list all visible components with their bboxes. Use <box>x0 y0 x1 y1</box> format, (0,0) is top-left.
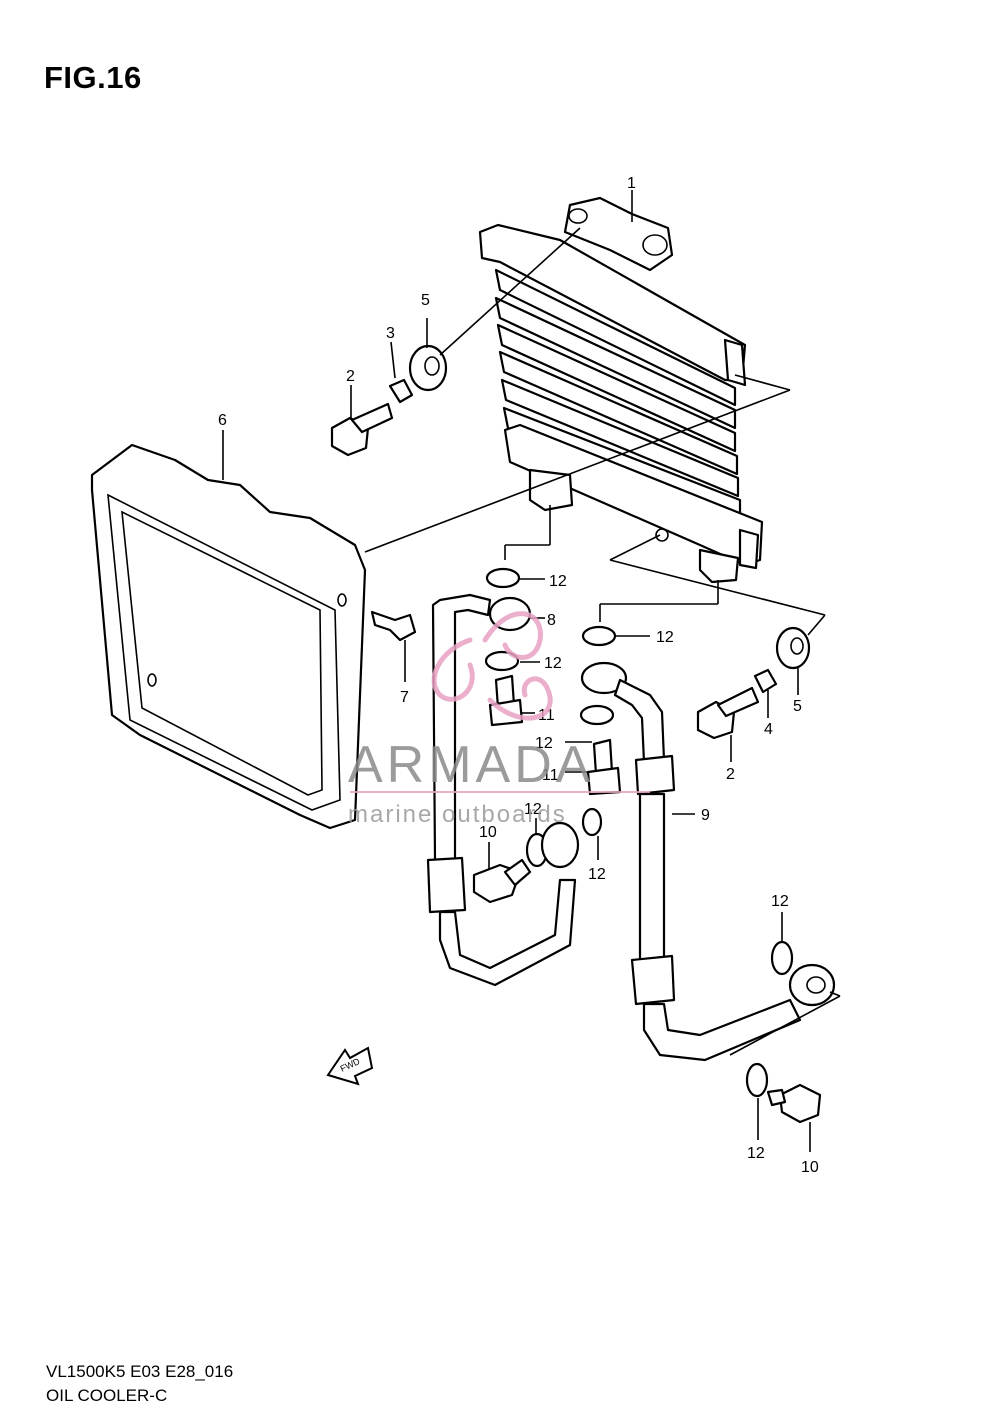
callout-3: 3 <box>386 325 395 342</box>
callout-12: 12 <box>535 735 553 752</box>
callout-11: 11 <box>542 767 559 784</box>
leader-lines <box>222 190 841 1152</box>
watermark-brand: ARMADA <box>348 736 594 794</box>
callout-12: 12 <box>656 629 674 646</box>
armada-logo-icon <box>431 611 553 721</box>
callout-5: 5 <box>793 698 802 715</box>
callout-9: 9 <box>701 807 710 824</box>
callout-12: 12 <box>747 1145 765 1162</box>
oil-cooler-part <box>478 196 764 584</box>
model-code: VL1500K5 E03 E28_016 <box>46 1362 234 1381</box>
callout-10: 10 <box>479 824 497 841</box>
callout-2: 2 <box>346 368 355 385</box>
bolt-part-7 <box>370 610 417 642</box>
section-name: OIL COOLER-C <box>46 1386 168 1405</box>
watermark-tagline: marine outboards <box>348 801 567 828</box>
figure-footer: VL1500K5 E03 E28_016 OIL COOLER-C <box>46 1360 233 1408</box>
callout-4: 4 <box>764 721 773 738</box>
armada-watermark: ARMADA marine outboards <box>348 611 650 828</box>
fwd-arrow-icon: FWD <box>326 1046 374 1086</box>
callout-labels: 1 5 3 2 6 12 8 12 12 7 5 11 4 12 2 11 12… <box>218 175 819 1176</box>
bolt-part-2-right <box>696 686 760 740</box>
figure-title: FIG.16 <box>44 60 142 95</box>
callout-12: 12 <box>524 801 542 818</box>
callout-11: 11 <box>538 707 555 724</box>
cushion-part-5-top <box>408 344 448 392</box>
callout-12: 12 <box>771 893 789 910</box>
callout-2: 2 <box>726 766 735 783</box>
cushion-part-5-right <box>775 626 811 670</box>
callout-5: 5 <box>421 292 430 309</box>
callout-8: 8 <box>547 612 556 629</box>
collar-part-3 <box>388 378 414 404</box>
callout-1: 1 <box>627 175 636 192</box>
bolt-part-2-left <box>330 402 394 457</box>
oil-hose-parts <box>426 593 836 1124</box>
callout-12: 12 <box>544 655 562 672</box>
cooler-cover-part <box>90 443 367 830</box>
callout-12: 12 <box>588 866 606 883</box>
collar-part-4 <box>753 668 778 694</box>
callout-12: 12 <box>549 573 567 590</box>
washer-parts-12 <box>484 567 794 1098</box>
callout-7: 7 <box>400 689 409 706</box>
callout-10: 10 <box>801 1159 819 1176</box>
callout-6: 6 <box>218 412 227 429</box>
